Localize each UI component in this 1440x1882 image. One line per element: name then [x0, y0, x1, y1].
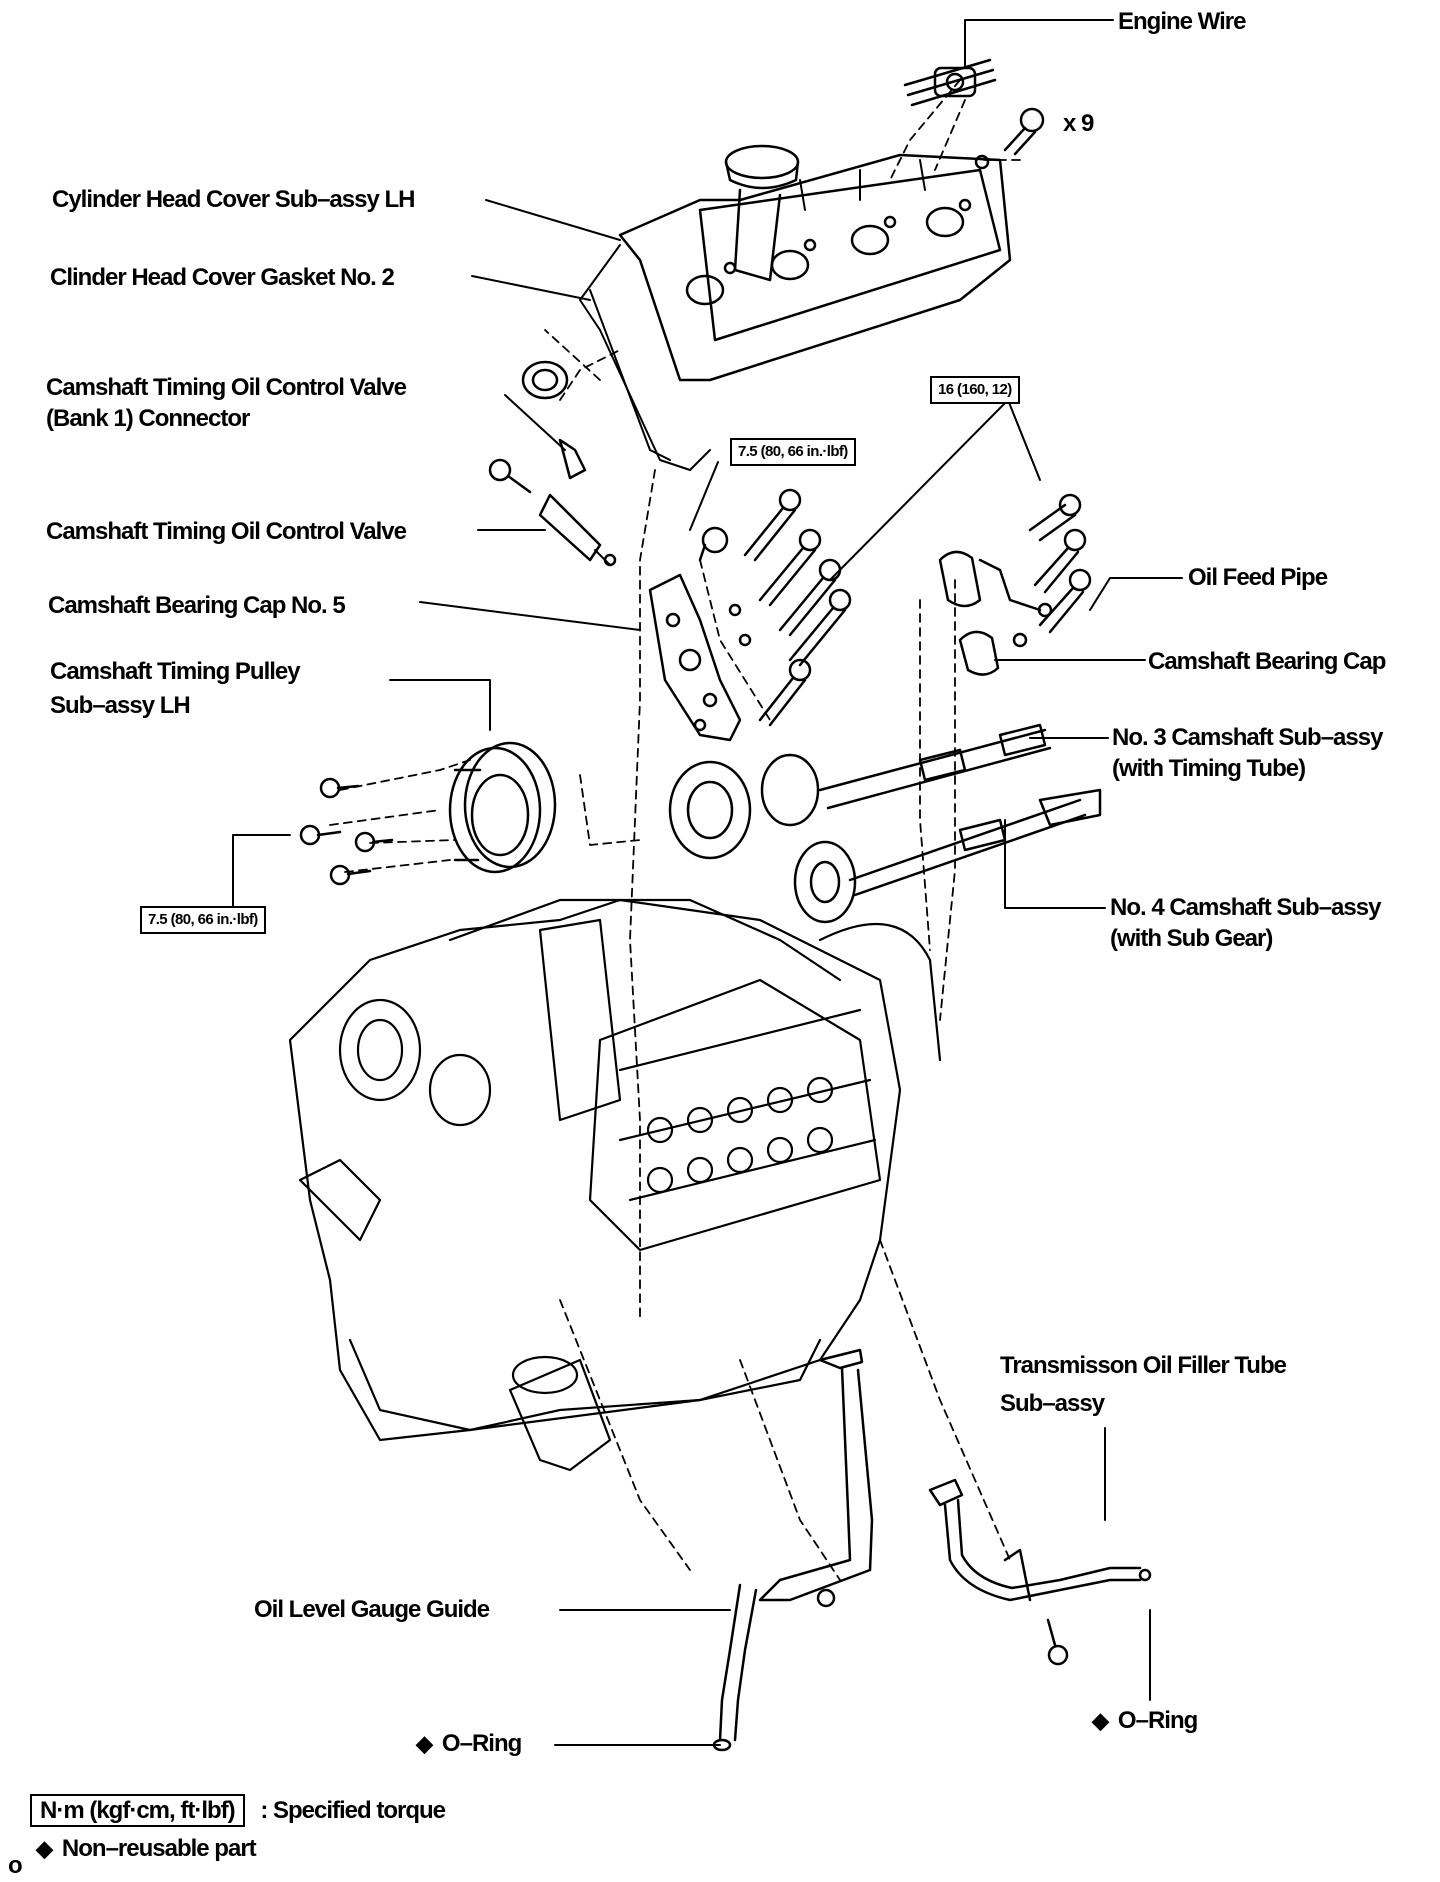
label-timing-pulley-line2: Sub–assy LH	[50, 692, 191, 719]
legend-nonreusable: ◆Non–reusable part	[36, 1833, 257, 1865]
camshaft-no4	[793, 788, 1102, 924]
leader-lines	[232, 19, 1183, 1746]
legend-torque: N·m (kgf·cm, ft·lbf) : Specified torque	[30, 1794, 446, 1827]
label-engine-wire: Engine Wire	[1118, 8, 1246, 35]
torque-spec-bearing-cap: 16 (160, 12)	[930, 376, 1020, 404]
nonreusable-diamond-icon: ◆	[1092, 1708, 1109, 1733]
oil-control-valve	[488, 458, 617, 567]
bearing-cap-no5	[648, 573, 742, 742]
label-head-cover-gasket: Clinder Head Cover Gasket No. 2	[50, 264, 395, 291]
label-head-cover: Cylinder Head Cover Sub–assy LH	[52, 186, 415, 213]
engine-wire-part	[903, 58, 997, 107]
right-bearing-caps	[938, 493, 1092, 676]
label-oring-left: ◆O–Ring	[416, 1728, 522, 1760]
label-oring-right: ◆O–Ring	[1092, 1705, 1198, 1737]
label-ocv-connector-line1: Camshaft Timing Oil Control Valve	[46, 374, 407, 401]
label-bolt-count: x 9	[1063, 110, 1094, 137]
timing-pulley	[448, 741, 557, 874]
cover-bolt	[974, 107, 1045, 170]
label-gauge-guide: Oil Level Gauge Guide	[254, 1596, 490, 1623]
label-filler-tube-line1: Transmisson Oil Filler Tube	[1000, 1352, 1287, 1379]
nonreusable-diamond-icon: ◆	[416, 1731, 433, 1756]
legend-unit-desc: : Specified torque	[260, 1797, 446, 1824]
label-oil-feed-pipe: Oil Feed Pipe	[1188, 564, 1328, 591]
label-ocv: Camshaft Timing Oil Control Valve	[46, 518, 407, 545]
legend-unit-box: N·m (kgf·cm, ft·lbf)	[30, 1794, 245, 1827]
nonreusable-diamond-icon: ◆	[36, 1836, 53, 1861]
oil-seal	[521, 360, 569, 400]
engine-block	[288, 898, 942, 1472]
label-camshaft3-line1: No. 3 Camshaft Sub–assy	[1112, 724, 1383, 751]
label-camshaft3-line2: (with Timing Tube)	[1112, 755, 1306, 782]
filler-tube	[928, 1478, 1152, 1666]
label-filler-tube-line2: Sub–assy	[1000, 1390, 1105, 1417]
assembly-dashes	[329, 79, 1021, 1581]
pulley-bolts	[299, 777, 394, 886]
label-bearing-cap-no5: Camshaft Bearing Cap No. 5	[48, 592, 346, 619]
label-camshaft4-line1: No. 4 Camshaft Sub–assy	[1110, 894, 1381, 921]
torque-spec-ocv: 7.5 (80, 66 in.·lbf)	[730, 438, 856, 466]
torque-spec-pulley: 7.5 (80, 66 in.·lbf)	[140, 906, 266, 934]
oil-gauge-guide	[712, 1348, 874, 1752]
label-bearing-cap: Camshaft Bearing Cap	[1148, 648, 1386, 675]
cylinder-head-cover	[579, 144, 1012, 471]
cap-bolts	[698, 488, 852, 727]
label-ocv-connector-line2: (Bank 1) Connector	[46, 405, 250, 432]
corner-mark: o	[8, 1852, 23, 1879]
camshaft-no3	[668, 723, 1052, 860]
label-timing-pulley-line1: Camshaft Timing Pulley	[50, 658, 301, 685]
label-camshaft4-line2: (with Sub Gear)	[1110, 925, 1273, 952]
ocv-connector	[558, 438, 587, 480]
